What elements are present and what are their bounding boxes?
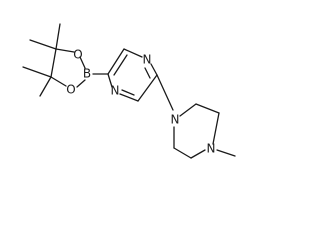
atom-label-boron: B xyxy=(83,67,91,81)
bond-o1-b xyxy=(79,56,86,69)
bond-pyr-5 xyxy=(119,93,139,102)
bond-pip-1 xyxy=(179,103,197,117)
bond-o2-c5 xyxy=(50,76,67,87)
structure-canvas: O B O N N N N xyxy=(22,23,236,159)
atom-label-oxygen-lower: O xyxy=(66,83,75,97)
bond-pip-2 xyxy=(195,103,220,114)
bond-methyl-2 xyxy=(29,39,57,50)
bonds xyxy=(22,23,236,159)
bond-pyr-3-inner xyxy=(144,67,151,79)
atom-label-nitrogen-piperazine-right: N xyxy=(207,142,216,156)
bond-c4-c5 xyxy=(50,48,57,78)
molecule-structure-diagram: O B O N N N N xyxy=(22,23,236,159)
bond-methyl-3 xyxy=(22,66,52,78)
bond-pyr-pip xyxy=(156,74,174,111)
bond-c4-o1 xyxy=(55,48,75,53)
atom-label-nitrogen-pyrazine-upper: N xyxy=(143,53,152,67)
bond-pyr-2 xyxy=(123,48,143,58)
bond-pip-3 xyxy=(212,112,220,145)
bond-pyr-5-inner xyxy=(121,89,135,96)
bond-pyr-1-inner xyxy=(113,54,128,76)
bond-b-o2 xyxy=(76,79,86,88)
atom-label-nitrogen-pyrazine-lower: N xyxy=(111,84,120,98)
bond-pyr-4 xyxy=(137,74,158,102)
atom-labels: O B O N N N N xyxy=(66,48,215,156)
bond-methyl-1 xyxy=(55,23,61,50)
bond-methyl-4 xyxy=(39,76,52,97)
bond-n-methyl xyxy=(216,149,236,157)
bond-pyr-6 xyxy=(107,73,113,88)
atom-label-nitrogen-piperazine-left: N xyxy=(171,113,180,127)
bond-pip-5 xyxy=(173,147,192,159)
bond-pyr-3 xyxy=(150,63,158,76)
bond-pyr-1 xyxy=(107,48,125,75)
atom-label-oxygen-upper: O xyxy=(73,48,82,62)
bond-pip-4 xyxy=(190,149,206,159)
